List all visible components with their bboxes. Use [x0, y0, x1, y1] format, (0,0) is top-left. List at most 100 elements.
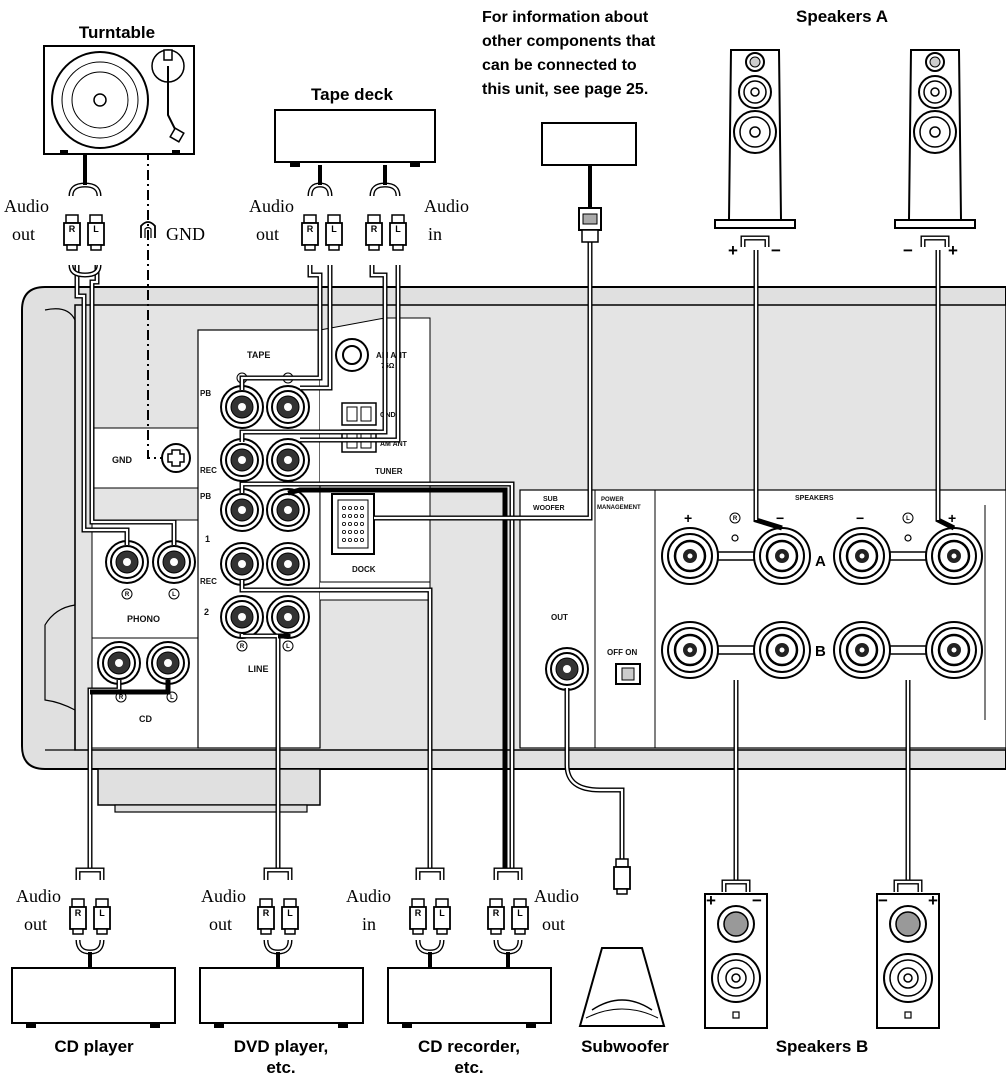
am-ant2-label: AM ANT: [380, 441, 408, 448]
phono-r-jack[interactable]: [105, 540, 149, 584]
subwoofer-out-jack[interactable]: [545, 647, 589, 691]
svg-text:L: L: [439, 908, 445, 918]
svg-text:L: L: [172, 592, 176, 598]
tape-audio-out-label-1: Audio: [249, 196, 294, 216]
svg-text:+: +: [728, 241, 738, 260]
cd-label: CD: [139, 714, 152, 724]
speakers-b-row-label: B: [815, 643, 826, 660]
svg-text:R: R: [371, 224, 378, 234]
svg-text:−: −: [776, 510, 784, 526]
tape-audio-in-label-1: Audio: [424, 196, 469, 216]
line1-rec-label: REC: [200, 577, 217, 586]
cdr-audio-out-label-1: Audio: [534, 886, 579, 906]
svg-text:+: +: [684, 510, 692, 526]
dock-connector[interactable]: [331, 493, 375, 555]
speaker-a-polarity: + − − +: [728, 241, 958, 260]
cd-l-jack[interactable]: [146, 641, 190, 685]
speaker-a-left: [894, 49, 976, 229]
am-ant-label: AM ANT: [376, 351, 407, 360]
management-label: MANAGEMENT: [597, 505, 641, 511]
speaker-a-r-plus-terminal[interactable]: [660, 526, 720, 586]
dvd-audio-out-label-1: Audio: [201, 886, 246, 906]
subwoofer-plug: [613, 858, 631, 895]
tape-label: TAPE: [247, 350, 270, 360]
svg-text:other components that: other components that: [482, 33, 656, 50]
svg-text:L: L: [517, 908, 523, 918]
turntable-audio-out-label-1: Audio: [4, 196, 49, 216]
svg-text:−: −: [752, 891, 762, 910]
tape-pb-r-jack[interactable]: [220, 385, 264, 429]
speaker-b-r-plus-terminal[interactable]: [660, 620, 720, 680]
sub-out-label: OUT: [551, 613, 568, 622]
cd-player: [11, 967, 176, 1028]
cd-recorder-label-2: etc.: [454, 1058, 483, 1077]
dock-label: DOCK: [352, 565, 376, 574]
line2-l-jack[interactable]: [266, 595, 310, 639]
sub-label: SUB: [543, 496, 558, 503]
line1-pb-l-jack[interactable]: [266, 488, 310, 532]
woofer-label: WOOFER: [533, 505, 565, 512]
turntable-audio-out-label-2: out: [12, 224, 35, 244]
cd-recorder: [387, 967, 552, 1028]
tape-rec-l-jack[interactable]: [266, 438, 310, 482]
tape-audio-in-label-2: in: [428, 224, 442, 244]
speaker-a-r-minus-terminal[interactable]: [752, 526, 812, 586]
svg-text:−: −: [856, 510, 864, 526]
tuner-gnd-label: GND: [380, 412, 396, 419]
svg-text:L: L: [93, 224, 99, 234]
cd-r-jack[interactable]: [97, 641, 141, 685]
turntable: [43, 45, 195, 155]
svg-text:R: R: [733, 516, 738, 522]
svg-text:R: R: [125, 592, 130, 598]
speaker-b-l-plus-terminal[interactable]: [924, 620, 984, 680]
speaker-b-l-minus-terminal[interactable]: [832, 620, 892, 680]
speaker-a-l-plus-terminal[interactable]: [924, 526, 984, 586]
speaker-b-right: [704, 893, 768, 1029]
receiver-foot: [97, 768, 321, 813]
tuner-label: TUNER: [375, 467, 403, 476]
svg-text:R: R: [240, 644, 245, 650]
svg-text:L: L: [395, 224, 401, 234]
power-management-switch[interactable]: [615, 663, 641, 685]
off-on-label: OFF ON: [607, 648, 637, 657]
svg-text:L: L: [99, 908, 105, 918]
phono-label: PHONO: [127, 614, 160, 624]
speaker-b-r-minus-terminal[interactable]: [752, 620, 812, 680]
svg-text:L: L: [331, 224, 337, 234]
dock-plug: [578, 207, 602, 243]
am-ant-jack[interactable]: [335, 338, 369, 372]
phono-l-jack[interactable]: [152, 540, 196, 584]
dvd-audio-out-label-2: out: [209, 914, 232, 934]
svg-text:−: −: [903, 241, 913, 260]
svg-text:+: +: [928, 891, 938, 910]
cdr-audio-in-label-2: in: [362, 914, 376, 934]
line1-rec-l-jack[interactable]: [266, 542, 310, 586]
svg-text:R: R: [493, 908, 500, 918]
svg-text:+: +: [948, 241, 958, 260]
speaker-b-left: [876, 893, 940, 1029]
svg-text:L: L: [170, 695, 174, 701]
speaker-a-wire-loops: [740, 235, 950, 247]
info-note: For information about other components t…: [482, 9, 656, 98]
svg-text:−: −: [878, 891, 888, 910]
svg-text:L: L: [287, 908, 293, 918]
svg-text:R: R: [119, 695, 124, 701]
tape-rec-r-jack[interactable]: [220, 438, 264, 482]
gnd-terminal[interactable]: [161, 443, 191, 473]
subwoofer-label: Subwoofer: [581, 1037, 669, 1056]
svg-text:L: L: [286, 644, 290, 650]
tape-audio-out-label-2: out: [256, 224, 279, 244]
gnd-panel-label: GND: [112, 455, 133, 465]
cdr-audio-in-label-1: Audio: [346, 886, 391, 906]
line1-pb-r-jack[interactable]: [220, 488, 264, 532]
svg-text:+: +: [948, 510, 956, 526]
speakers-b-label: Speakers B: [776, 1037, 869, 1056]
line1-rec-r-jack[interactable]: [220, 542, 264, 586]
speaker-a-l-minus-terminal[interactable]: [832, 526, 892, 586]
svg-text:For information about: For information about: [482, 9, 649, 26]
line2-r-jack[interactable]: [220, 595, 264, 639]
tape-pb-l-jack[interactable]: [266, 385, 310, 429]
am-ant-ohm-label: 75Ω: [381, 363, 395, 370]
speakers-a-row-label: A: [815, 553, 826, 570]
